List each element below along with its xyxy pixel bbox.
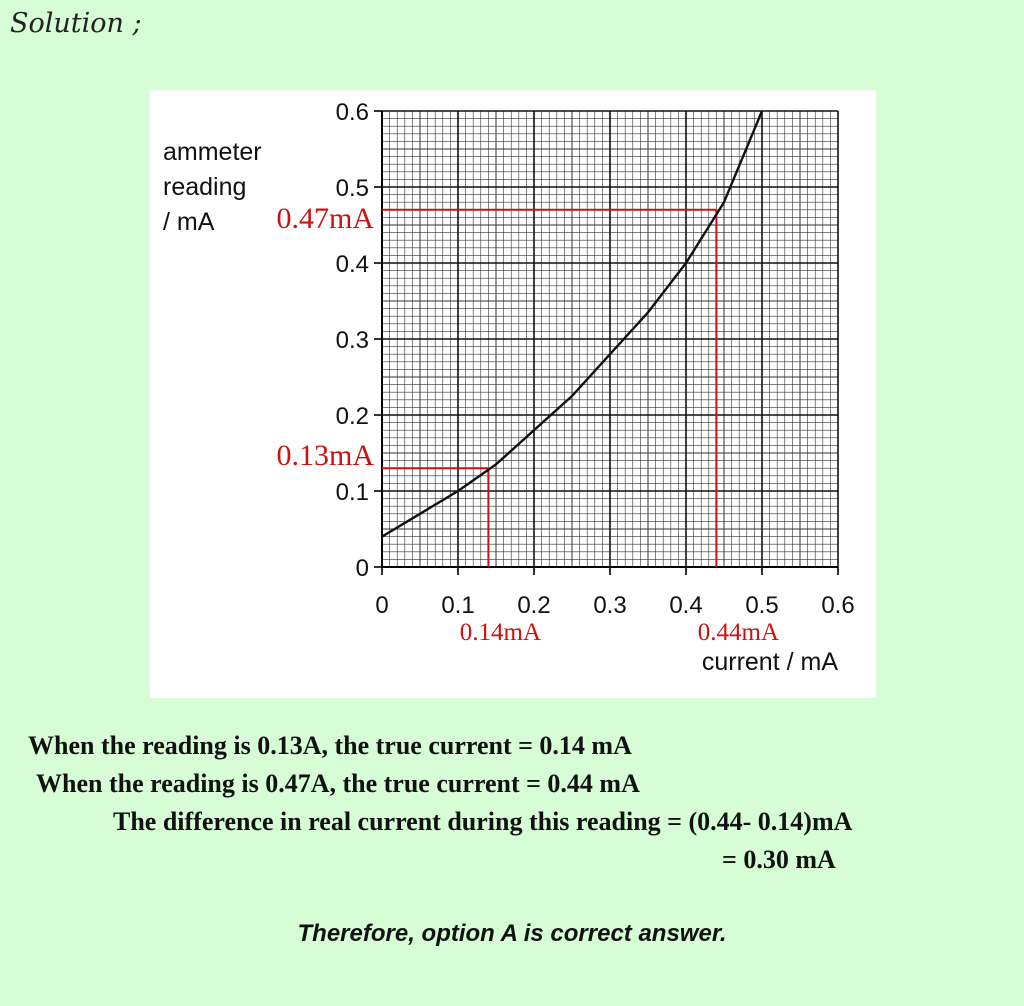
x-tick-label: 0.1 xyxy=(441,592,474,619)
y-tick-label: 0.4 xyxy=(336,251,369,278)
tick-labels: 0 0.1 0.2 0.3 0.4 0.5 0.6 0 0.1 0.2 0.3 0.4 0.5 0.6 xyxy=(336,99,855,619)
series-curve xyxy=(381,110,764,538)
y-axis-label: reading xyxy=(163,173,246,201)
explanation-line-3: The difference in real current during th… xyxy=(113,807,853,836)
annotation-y-label: 0.47mA xyxy=(277,202,375,235)
series xyxy=(381,110,764,538)
y-axis-label: / mA xyxy=(163,208,215,236)
x-tick-label: 0.2 xyxy=(517,592,550,619)
x-tick-label: 0.4 xyxy=(669,592,702,619)
explanation-line-2: When the reading is 0.47A, the true curr… xyxy=(36,769,640,798)
annotation-x-label: 0.14mA xyxy=(460,619,541,646)
y-tick-label: 0.6 xyxy=(336,99,369,126)
x-tick-label: 0.6 xyxy=(821,592,854,619)
annotations: 0.13mA 0.14mA 0.47mA 0.44mA xyxy=(277,202,780,646)
axis-labels: ammeter reading / mA current / mA xyxy=(163,138,838,676)
y-tick-label: 0 xyxy=(356,555,369,582)
y-tick-label: 0.3 xyxy=(336,327,369,354)
conclusion-text: Therefore, option A is correct answer. xyxy=(297,920,727,947)
annotation-y-label: 0.13mA xyxy=(277,439,375,472)
x-tick-label: 0.3 xyxy=(593,592,626,619)
annotation-x-label: 0.44mA xyxy=(698,619,779,646)
chart-panel: 0 0.1 0.2 0.3 0.4 0.5 0.6 0 0.1 0.2 0.3 0.4 0.5 0.6 0… xyxy=(150,90,876,698)
y-axis-label: ammeter xyxy=(163,138,262,166)
x-tick-label: 0 xyxy=(375,592,388,619)
explanation-line-1: When the reading is 0.13A, the true curr… xyxy=(28,731,632,760)
chart-svg: 0 0.1 0.2 0.3 0.4 0.5 0.6 0 0.1 0.2 0.3 0.4 0.5 0.6 0… xyxy=(163,99,855,676)
tick-marks xyxy=(374,110,839,575)
y-tick-label: 0.1 xyxy=(336,479,369,506)
solution-heading: Solution ; xyxy=(10,8,142,39)
x-axis-label: current / mA xyxy=(702,648,838,676)
y-tick-label: 0.5 xyxy=(336,175,369,202)
y-tick-label: 0.2 xyxy=(336,403,369,430)
explanation-line-4: = 0.30 mA xyxy=(722,845,836,874)
x-tick-label: 0.5 xyxy=(745,592,778,619)
